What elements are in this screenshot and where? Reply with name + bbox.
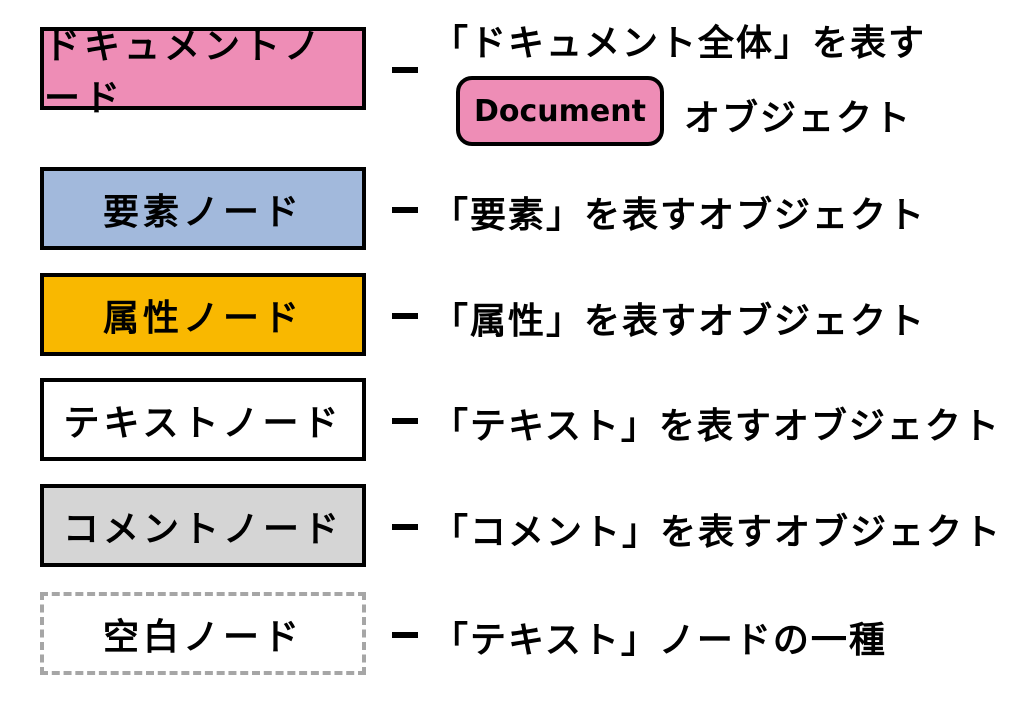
element-node-description: 「要素」を表すオブジェクト — [432, 195, 927, 236]
element-node-label: 要素ノード — [102, 191, 303, 233]
text-node-label: テキストノード — [63, 402, 343, 444]
whitespace-node-box: 空白ノード — [40, 592, 366, 675]
document-node-connector — [392, 67, 418, 73]
comment-node-box: コメントノード — [40, 484, 366, 567]
whitespace-node-description: 「テキスト」ノードの一種 — [432, 620, 887, 661]
document-object-badge: Document — [456, 76, 664, 146]
comment-node-connector — [392, 524, 418, 530]
element-node-box: 要素ノード — [40, 167, 366, 250]
attribute-node-connector — [392, 313, 418, 319]
whitespace-node-connector — [392, 632, 418, 638]
element-node-connector — [392, 207, 418, 213]
text-node-description: 「テキスト」を表すオブジェクト — [432, 406, 1001, 447]
text-node-connector — [392, 418, 418, 424]
whitespace-node-label: 空白ノード — [102, 616, 303, 658]
comment-node-label: コメントノード — [62, 508, 343, 550]
document-node-description: 「ドキュメント全体」を表す — [432, 23, 927, 64]
text-node-box: テキストノード — [40, 378, 366, 461]
document-node-box: ドキュメントノード — [40, 26, 366, 119]
document-node-label: ドキュメントノード — [44, 25, 325, 119]
attribute-node-box: 属性ノード — [40, 273, 366, 356]
document-node-suffix: オブジェクト — [684, 98, 913, 139]
attribute-node-description: 「属性」を表すオブジェクト — [432, 301, 927, 342]
comment-node-description: 「コメント」を表すオブジェクト — [432, 512, 1003, 553]
attribute-node-label: 属性ノード — [102, 297, 303, 339]
document-object-badge-label: Document — [474, 93, 646, 129]
